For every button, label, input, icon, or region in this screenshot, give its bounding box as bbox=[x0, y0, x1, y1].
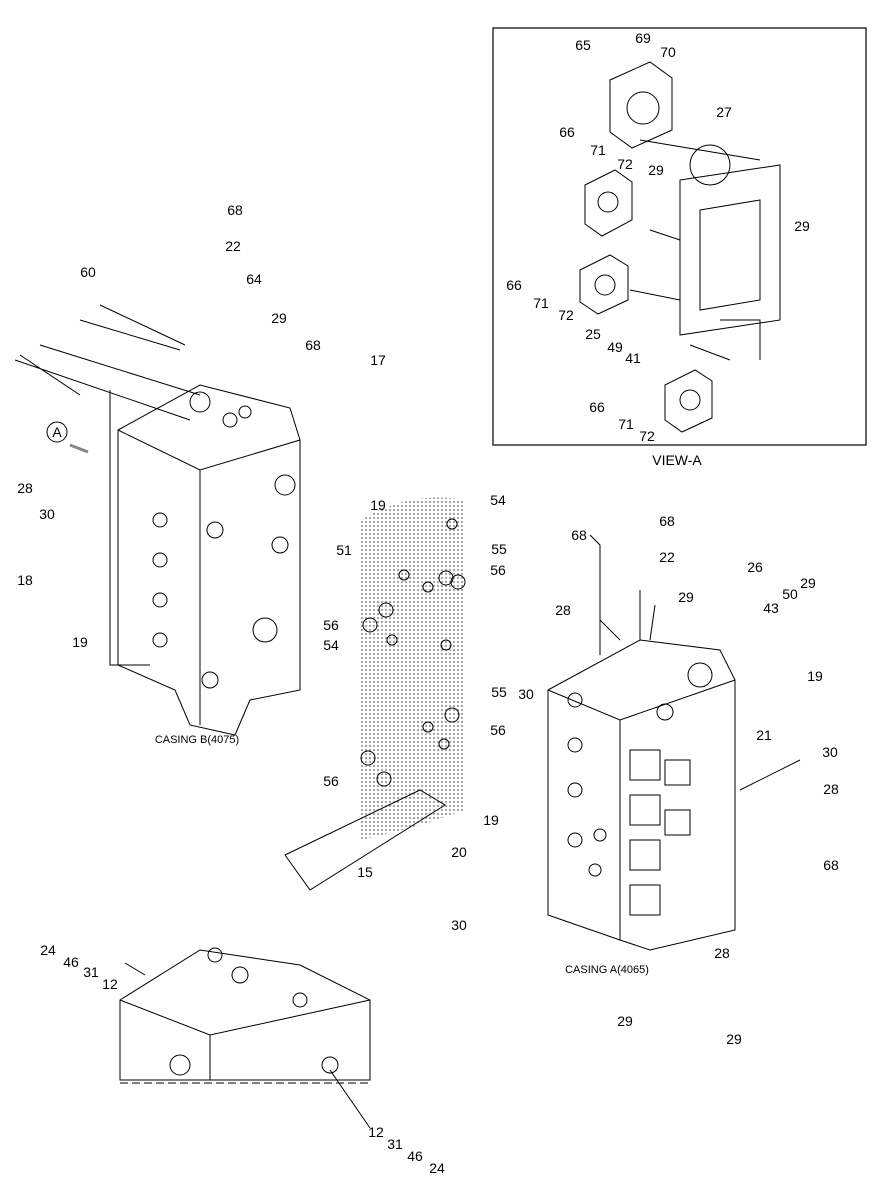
callout-lower-casing: 24 bbox=[40, 942, 56, 958]
callout-view-a: 41 bbox=[625, 350, 641, 366]
callout-view-a: 65 bbox=[575, 37, 591, 53]
view-a-frame bbox=[492, 27, 867, 446]
callout-lower-casing: 31 bbox=[83, 964, 99, 980]
callout-view-a: 71 bbox=[590, 142, 606, 158]
lower-casing-outline bbox=[119, 947, 371, 1129]
callout-casing-a: 43 bbox=[763, 600, 779, 616]
callout-casing-a: 29 bbox=[800, 575, 816, 591]
callout-casing-b: 28 bbox=[17, 480, 33, 496]
gasket-plate bbox=[360, 497, 466, 840]
callout-casing-b: 18 bbox=[17, 572, 33, 588]
callout-casing-a: 30 bbox=[822, 744, 838, 760]
callout-casing-b: 19 bbox=[72, 634, 88, 650]
callout-casing-b: 30 bbox=[39, 506, 55, 522]
callout-lower-casing: 12 bbox=[368, 1124, 384, 1140]
view-a-marker-circle bbox=[46, 421, 68, 443]
callout-gasket: 56 bbox=[490, 722, 506, 738]
callout-casing-a: 26 bbox=[747, 559, 763, 575]
casing-b-caption: CASING B(4075) bbox=[154, 734, 240, 746]
callout-casing-b: 68 bbox=[305, 337, 321, 353]
callout-view-a: 72 bbox=[617, 156, 633, 172]
callout-casing-a: 28 bbox=[555, 602, 571, 618]
callout-lower-casing: 24 bbox=[429, 1160, 445, 1176]
callout-view-a: 72 bbox=[558, 307, 574, 323]
callout-view-a: 29 bbox=[648, 162, 664, 178]
callout-casing-b: 64 bbox=[246, 271, 262, 287]
callout-casing-b: 19 bbox=[370, 497, 386, 513]
callout-lower-casing: 46 bbox=[407, 1148, 423, 1164]
view-a-caption: VIEW-A bbox=[652, 452, 702, 468]
callout-lower-casing: 12 bbox=[102, 976, 118, 992]
callout-view-a: 69 bbox=[635, 30, 651, 46]
callout-casing-b: 29 bbox=[271, 310, 287, 326]
casing-b-outline bbox=[14, 304, 301, 736]
callout-casing-b: 17 bbox=[370, 352, 386, 368]
callout-casing-a: 68 bbox=[571, 527, 587, 543]
callout-view-a: 70 bbox=[660, 44, 676, 60]
callout-view-a: 66 bbox=[559, 124, 575, 140]
callout-casing-a: 68 bbox=[823, 857, 839, 873]
callout-gasket: 56 bbox=[323, 617, 339, 633]
callout-gasket: 56 bbox=[490, 562, 506, 578]
callout-casing-a: 28 bbox=[823, 781, 839, 797]
callout-view-a: 25 bbox=[585, 326, 601, 342]
callout-casing-a: 19 bbox=[483, 812, 499, 828]
callout-lower-casing: 31 bbox=[387, 1136, 403, 1152]
callout-casing-a: 30 bbox=[518, 686, 534, 702]
callout-casing-a: 29 bbox=[617, 1013, 633, 1029]
callout-view-a: 29 bbox=[794, 218, 810, 234]
callout-view-a: 71 bbox=[533, 295, 549, 311]
view-a-marker: A bbox=[52, 424, 62, 440]
callout-gasket: 54 bbox=[490, 492, 506, 508]
casing-a-outline bbox=[547, 534, 801, 951]
callout-casing-a: 20 bbox=[451, 844, 467, 860]
casing-a-caption: CASING A(4065) bbox=[565, 964, 649, 976]
callout-gasket: 56 bbox=[323, 773, 339, 789]
callout-casing-b: 22 bbox=[225, 238, 241, 254]
callout-view-a: 66 bbox=[506, 277, 522, 293]
callout-view-a: 49 bbox=[607, 339, 623, 355]
callout-casing-a: 50 bbox=[782, 586, 798, 602]
part-15-box bbox=[284, 789, 446, 891]
callout-view-a: 72 bbox=[639, 428, 655, 444]
callout-lower-casing: 46 bbox=[63, 954, 79, 970]
callout-view-a: 71 bbox=[618, 416, 634, 432]
callout-casing-b: 68 bbox=[227, 202, 243, 218]
callout-casing-a: 30 bbox=[451, 917, 467, 933]
view-a-arrow bbox=[69, 443, 89, 454]
view-a-plates bbox=[579, 61, 781, 433]
callout-casing-a: 19 bbox=[807, 668, 823, 684]
callout-casing-a: 29 bbox=[726, 1031, 742, 1047]
callout-gasket: 54 bbox=[323, 637, 339, 653]
callout-casing-b: 60 bbox=[80, 264, 96, 280]
callout-gasket: 55 bbox=[491, 684, 507, 700]
callout-casing-a: 28 bbox=[714, 945, 730, 961]
callout-casing-a: 22 bbox=[659, 549, 675, 565]
callout-gasket: 15 bbox=[357, 864, 373, 880]
callout-view-a: 66 bbox=[589, 399, 605, 415]
callout-view-a: 27 bbox=[716, 104, 732, 120]
callout-casing-a: 21 bbox=[756, 727, 772, 743]
callout-casing-a: 68 bbox=[659, 513, 675, 529]
callout-gasket: 55 bbox=[491, 541, 507, 557]
callout-casing-b: 51 bbox=[336, 542, 352, 558]
callout-casing-a: 29 bbox=[678, 589, 694, 605]
